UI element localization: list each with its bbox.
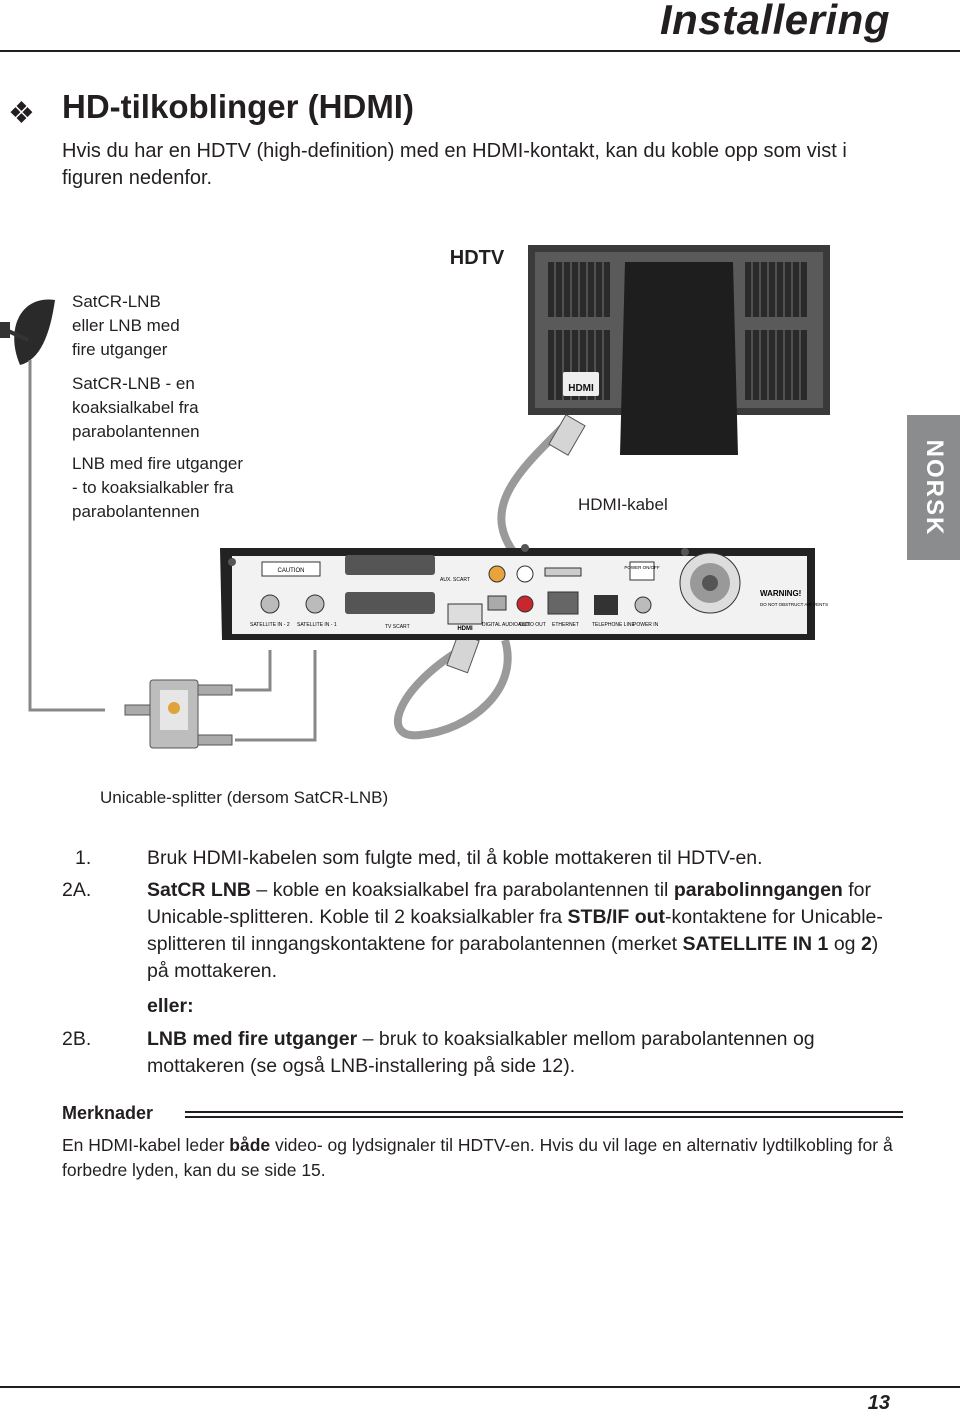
connection-diagram: HDMI HDTV HDMI-kabel SatCR-LNB eller LNB… [0, 245, 830, 749]
digital-audio-label: DIGITAL AUDIO OUT [482, 622, 530, 628]
step-bold-term: SatCR LNB [147, 879, 252, 901]
step-text: Bruk HDMI-kabelen som fulgte med, til å … [147, 847, 763, 869]
notes-rule [185, 1116, 903, 1118]
step-2b: 2B. LNB med fire utganger – bruk to koak… [62, 1026, 902, 1080]
notes-heading: Merknader [62, 1103, 154, 1123]
coax-cable-dish [28, 360, 105, 712]
step-number: 1. [75, 847, 92, 869]
step-bold-term: STB/IF out [567, 906, 666, 928]
tv-scart-label: TV SCART [385, 624, 410, 630]
warning-label: WARNING! [760, 589, 801, 598]
step-text: og [828, 933, 861, 955]
step-bold-term: SATELLITE IN 1 [682, 933, 829, 955]
footer-rule [0, 1386, 960, 1388]
ethernet-label: ETHERNET [552, 622, 579, 628]
hdmi-cable-top [497, 422, 568, 563]
notes-text: En HDMI-kabel leder [62, 1135, 230, 1155]
intro-paragraph: Hvis du har en HDTV (high-definition) me… [62, 140, 847, 189]
step-bold-term: 2 [860, 933, 872, 955]
coax-cable-sat1 [235, 650, 317, 742]
power-in-label: POWER IN [633, 622, 659, 628]
step-1: 1. Bruk HDMI-kabelen som fulgte med, til… [62, 845, 902, 872]
or-separator: eller: [147, 995, 194, 1017]
hdmi-cable-bottom [393, 638, 512, 740]
caution-label: CAUTION [278, 568, 305, 574]
sat-in-2-label: SATELLITE IN - 2 [250, 622, 290, 628]
page-header-title: Installering [659, 0, 890, 43]
instruction-steps: 1. Bruk HDMI-kabelen som fulgte med, til… [62, 845, 902, 1085]
audio-out-label: AUDIO OUT [518, 622, 546, 628]
step-bold-term: parabolinngangen [673, 879, 843, 901]
sat-in-1-label: SATELLITE IN - 1 [297, 622, 337, 628]
hdmi-cable-label: HDMI-kabel [578, 495, 668, 514]
quad-lnb-caption: LNB med fire utganger - to koaksialkable… [72, 454, 248, 521]
hdtv-label: HDTV [450, 247, 505, 269]
telephone-label: TELEPHONE LINE [592, 622, 635, 628]
diamond-bullet-icon: ❖ [8, 97, 35, 130]
hdtv-illustration: HDMI [528, 245, 830, 455]
coax-cable-sat2 [235, 650, 272, 692]
step-text: – koble en koaksialkabel fra parabolante… [251, 879, 674, 901]
splitter-caption: Unicable-splitter (dersom SatCR-LNB) [100, 788, 389, 807]
step-text: for Unicable-splitteren. Koble til 2 koa… [147, 879, 872, 928]
step-number: 2A. [62, 879, 92, 901]
notes-rule [185, 1111, 903, 1113]
unicable-splitter-icon [124, 679, 233, 749]
notes-paragraph: En HDMI-kabel leder både video- og lydsi… [62, 1133, 902, 1183]
side-tab-label: NORSK [920, 439, 948, 536]
page-number: 13 [867, 1392, 890, 1414]
stb-hdmi-label: HDMI [457, 626, 473, 632]
aux-scart-label: AUX. SCART [440, 577, 470, 583]
hdmi-plug-icon [548, 414, 586, 456]
language-side-tab: NORSK [907, 415, 960, 560]
warning-sublabel: DO NOT OBSTRUCT AIR VENTS [760, 602, 828, 607]
step-text: ) på mottakeren. [147, 933, 879, 982]
satcr-caption: SatCR-LNB - en koaksialkabel fra parabol… [72, 374, 203, 441]
tv-stand [620, 262, 738, 455]
section-title: HD-tilkoblinger (HDMI) [62, 88, 414, 125]
notes-text: video- og lydsignaler til HDTV-en. Hvis … [62, 1135, 893, 1180]
step-text: -kontaktene for Unicable-splitteren til … [147, 906, 883, 955]
header-rule [0, 50, 960, 52]
satellite-dish-icon [0, 299, 55, 365]
tv-hdmi-port [563, 372, 599, 396]
notes-bold-term: både [229, 1135, 271, 1155]
step-bold-term: LNB med fire utganger [147, 1028, 358, 1050]
step-number: 2B. [62, 1028, 92, 1050]
power-switch-label: POWER ON/OFF [624, 565, 659, 570]
tv-hdmi-logo: HDMI [568, 383, 594, 394]
step-text: – bruk to koaksialkabler mellom parabola… [147, 1028, 815, 1077]
lnb-caption: SatCR-LNB eller LNB med fire utganger [72, 292, 184, 359]
step-2a: 2A. SatCR LNB – koble en koaksialkabel f… [62, 877, 902, 1020]
set-top-box-rear-panel: CAUTION SATELLITE IN - 2 SATELLITE IN - … [220, 544, 828, 640]
